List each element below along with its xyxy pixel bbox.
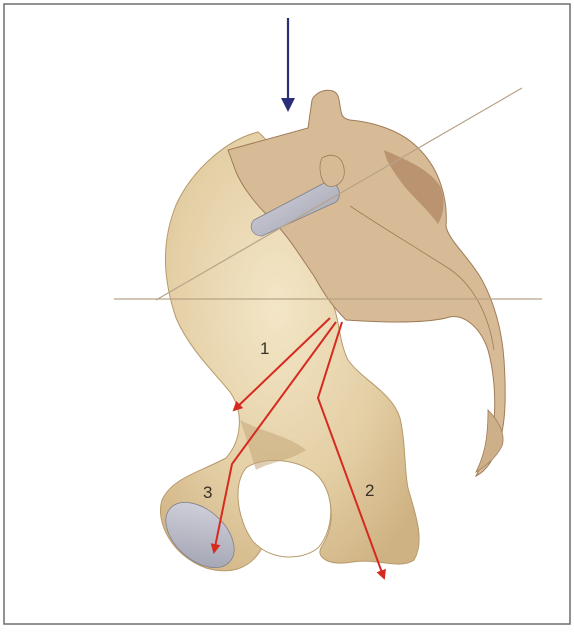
arrow-label-1: 1: [260, 339, 269, 359]
sacral-promontory: [320, 155, 344, 186]
arrow-label-3: 3: [203, 483, 212, 503]
arrow-label-2: 2: [365, 481, 374, 501]
